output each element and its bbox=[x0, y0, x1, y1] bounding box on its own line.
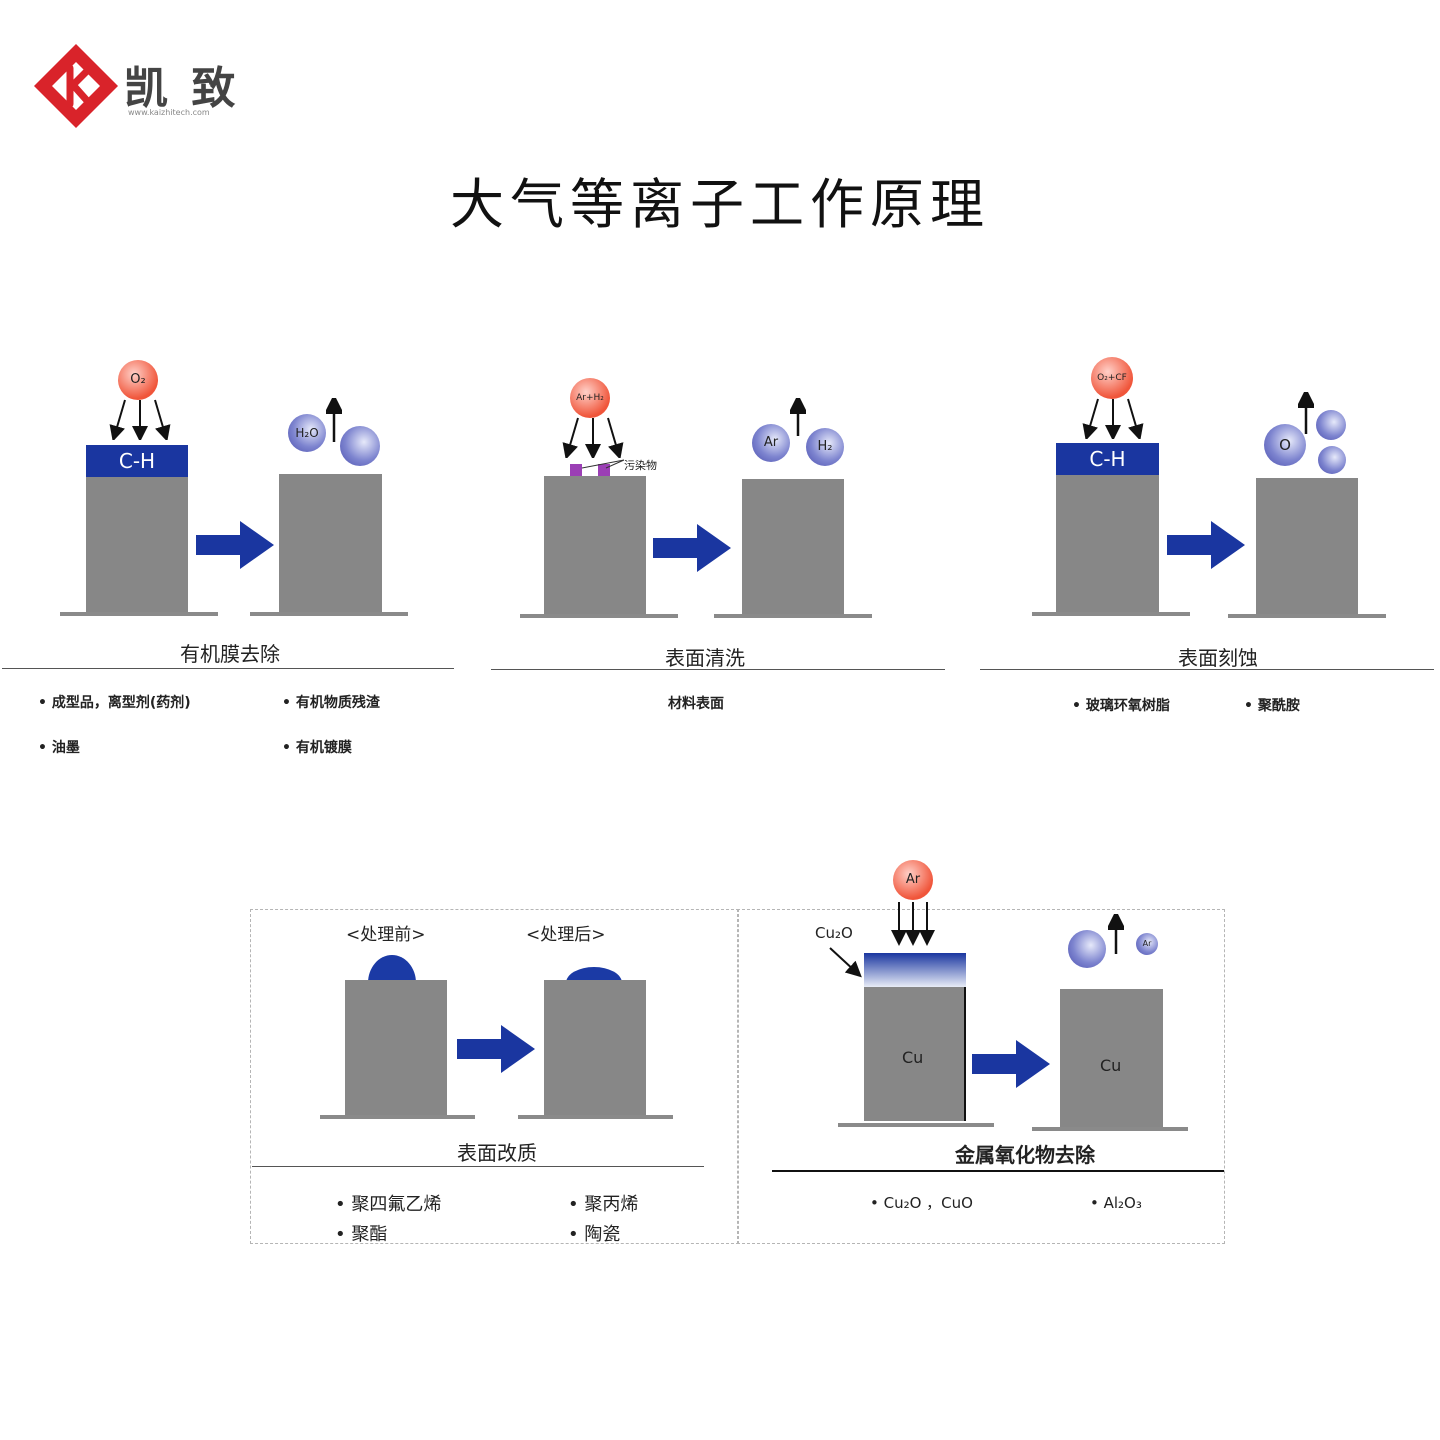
divider bbox=[491, 669, 945, 670]
section-label: 表面清洗 bbox=[575, 642, 835, 671]
substrate-block bbox=[345, 980, 447, 1117]
bullet-item: • Cu₂O ，CuO bbox=[870, 1192, 973, 1213]
ion-sphere: O₂+CF bbox=[1091, 357, 1133, 399]
bullet-item: • Al₂O₃ bbox=[1090, 1194, 1142, 1212]
substrate-base bbox=[60, 612, 218, 616]
bullet-item: • 玻璃环氧树脂 bbox=[1072, 695, 1170, 715]
ion-label: Ar+H₂ bbox=[576, 393, 604, 403]
ion-label: Ar bbox=[906, 872, 920, 887]
product-sphere bbox=[340, 426, 380, 466]
up-arrow-icon bbox=[790, 398, 806, 438]
product-sphere-h2o: H₂O bbox=[288, 414, 326, 452]
substrate-block bbox=[86, 477, 188, 614]
oxide-layer bbox=[864, 953, 966, 987]
product-sphere bbox=[1068, 930, 1106, 968]
bullet-item: • 聚酰胺 bbox=[1244, 695, 1300, 715]
ch-film: C-H bbox=[1056, 443, 1159, 475]
after-label: <处理后> bbox=[526, 920, 606, 945]
bullet-item: • 成型品，离型剂(药剂) bbox=[38, 692, 191, 712]
section-label: 金属氧化物去除 bbox=[895, 1139, 1155, 1168]
divider bbox=[2, 668, 454, 669]
process-arrow-icon bbox=[196, 521, 276, 569]
substrate-base bbox=[320, 1115, 475, 1119]
process-arrow-icon bbox=[972, 1040, 1052, 1088]
substrate-base-after bbox=[1228, 614, 1386, 618]
brand-url: www.kaizhitech.com bbox=[128, 108, 210, 117]
substrate-block-after bbox=[742, 479, 844, 616]
bullet-item: • 聚四氟乙烯 bbox=[335, 1190, 441, 1216]
down-arrow-icon bbox=[558, 416, 628, 458]
bullet-item: • 聚酯 bbox=[335, 1220, 387, 1246]
up-arrow-icon bbox=[1108, 914, 1124, 956]
pointer-line bbox=[580, 456, 626, 470]
substrate-base-after bbox=[714, 614, 872, 618]
down-arrow-icon bbox=[890, 900, 936, 946]
contaminant-label: 污染物 bbox=[624, 457, 657, 473]
panel-surface-modification bbox=[250, 909, 739, 1244]
metal-label-after: Cu bbox=[1100, 1056, 1121, 1075]
substrate-block bbox=[544, 476, 646, 616]
substrate-base-after bbox=[518, 1115, 673, 1119]
bullet-item: 材料表面 bbox=[668, 693, 724, 713]
ion-label: O₂+CF bbox=[1097, 373, 1127, 383]
substrate-block-after bbox=[279, 474, 382, 614]
section-label: 有机膜去除 bbox=[100, 638, 360, 667]
down-arrow-icon bbox=[105, 398, 175, 440]
divider bbox=[252, 1166, 704, 1167]
process-arrow-icon bbox=[1167, 521, 1247, 569]
page-title: 大气等离子工作原理 bbox=[0, 160, 1440, 239]
product-label: Ar bbox=[764, 435, 778, 450]
ch-film: C-H bbox=[86, 445, 188, 477]
section-label: 表面刻蚀 bbox=[1088, 642, 1348, 671]
before-label: <处理前> bbox=[346, 920, 426, 945]
ion-sphere: Ar bbox=[893, 860, 933, 900]
metal-label: Cu bbox=[902, 1048, 923, 1067]
process-arrow-icon bbox=[457, 1025, 537, 1073]
substrate-block-after bbox=[1256, 478, 1358, 616]
substrate-base-after bbox=[250, 612, 408, 616]
kaizhi-logo-icon bbox=[30, 40, 122, 132]
ion-sphere: Ar+H₂ bbox=[570, 378, 610, 418]
up-arrow-icon bbox=[1298, 392, 1314, 436]
product-label: Ar bbox=[1143, 939, 1152, 948]
bullet-item: • 有机物质残渣 bbox=[282, 692, 380, 712]
substrate-base-after bbox=[1032, 1127, 1188, 1131]
bullet-item: • 油墨 bbox=[38, 737, 80, 757]
substrate-block bbox=[1056, 475, 1159, 614]
substrate-block-after bbox=[544, 980, 646, 1117]
divider bbox=[772, 1170, 1224, 1172]
product-sphere bbox=[1318, 446, 1346, 474]
process-arrow-icon bbox=[653, 524, 733, 572]
product-sphere-h2: H₂ bbox=[806, 428, 844, 466]
substrate-base bbox=[1032, 612, 1190, 616]
product-sphere bbox=[1316, 410, 1346, 440]
pointer-arrow-icon bbox=[828, 946, 864, 978]
product-sphere-ar: Ar bbox=[1136, 933, 1158, 955]
bullet-item: • 陶瓷 bbox=[568, 1220, 620, 1246]
up-arrow-icon bbox=[326, 398, 342, 444]
bullet-item: • 有机镀膜 bbox=[282, 737, 352, 757]
brand-name: 凯 致 bbox=[124, 52, 239, 116]
product-label: O bbox=[1279, 436, 1291, 454]
substrate-base bbox=[520, 614, 678, 618]
oxide-label: Cu₂O bbox=[815, 924, 853, 942]
product-sphere-ar: Ar bbox=[752, 424, 790, 462]
ion-sphere: O₂ bbox=[118, 360, 158, 400]
down-arrow-icon bbox=[1078, 397, 1148, 439]
product-label: H₂ bbox=[818, 439, 833, 454]
bullet-item: • 聚丙烯 bbox=[568, 1190, 638, 1216]
ion-label: O₂ bbox=[130, 372, 145, 387]
divider bbox=[980, 669, 1434, 670]
section-label: 表面改质 bbox=[367, 1137, 627, 1166]
substrate-base bbox=[838, 1123, 994, 1127]
product-label: H₂O bbox=[295, 426, 318, 440]
